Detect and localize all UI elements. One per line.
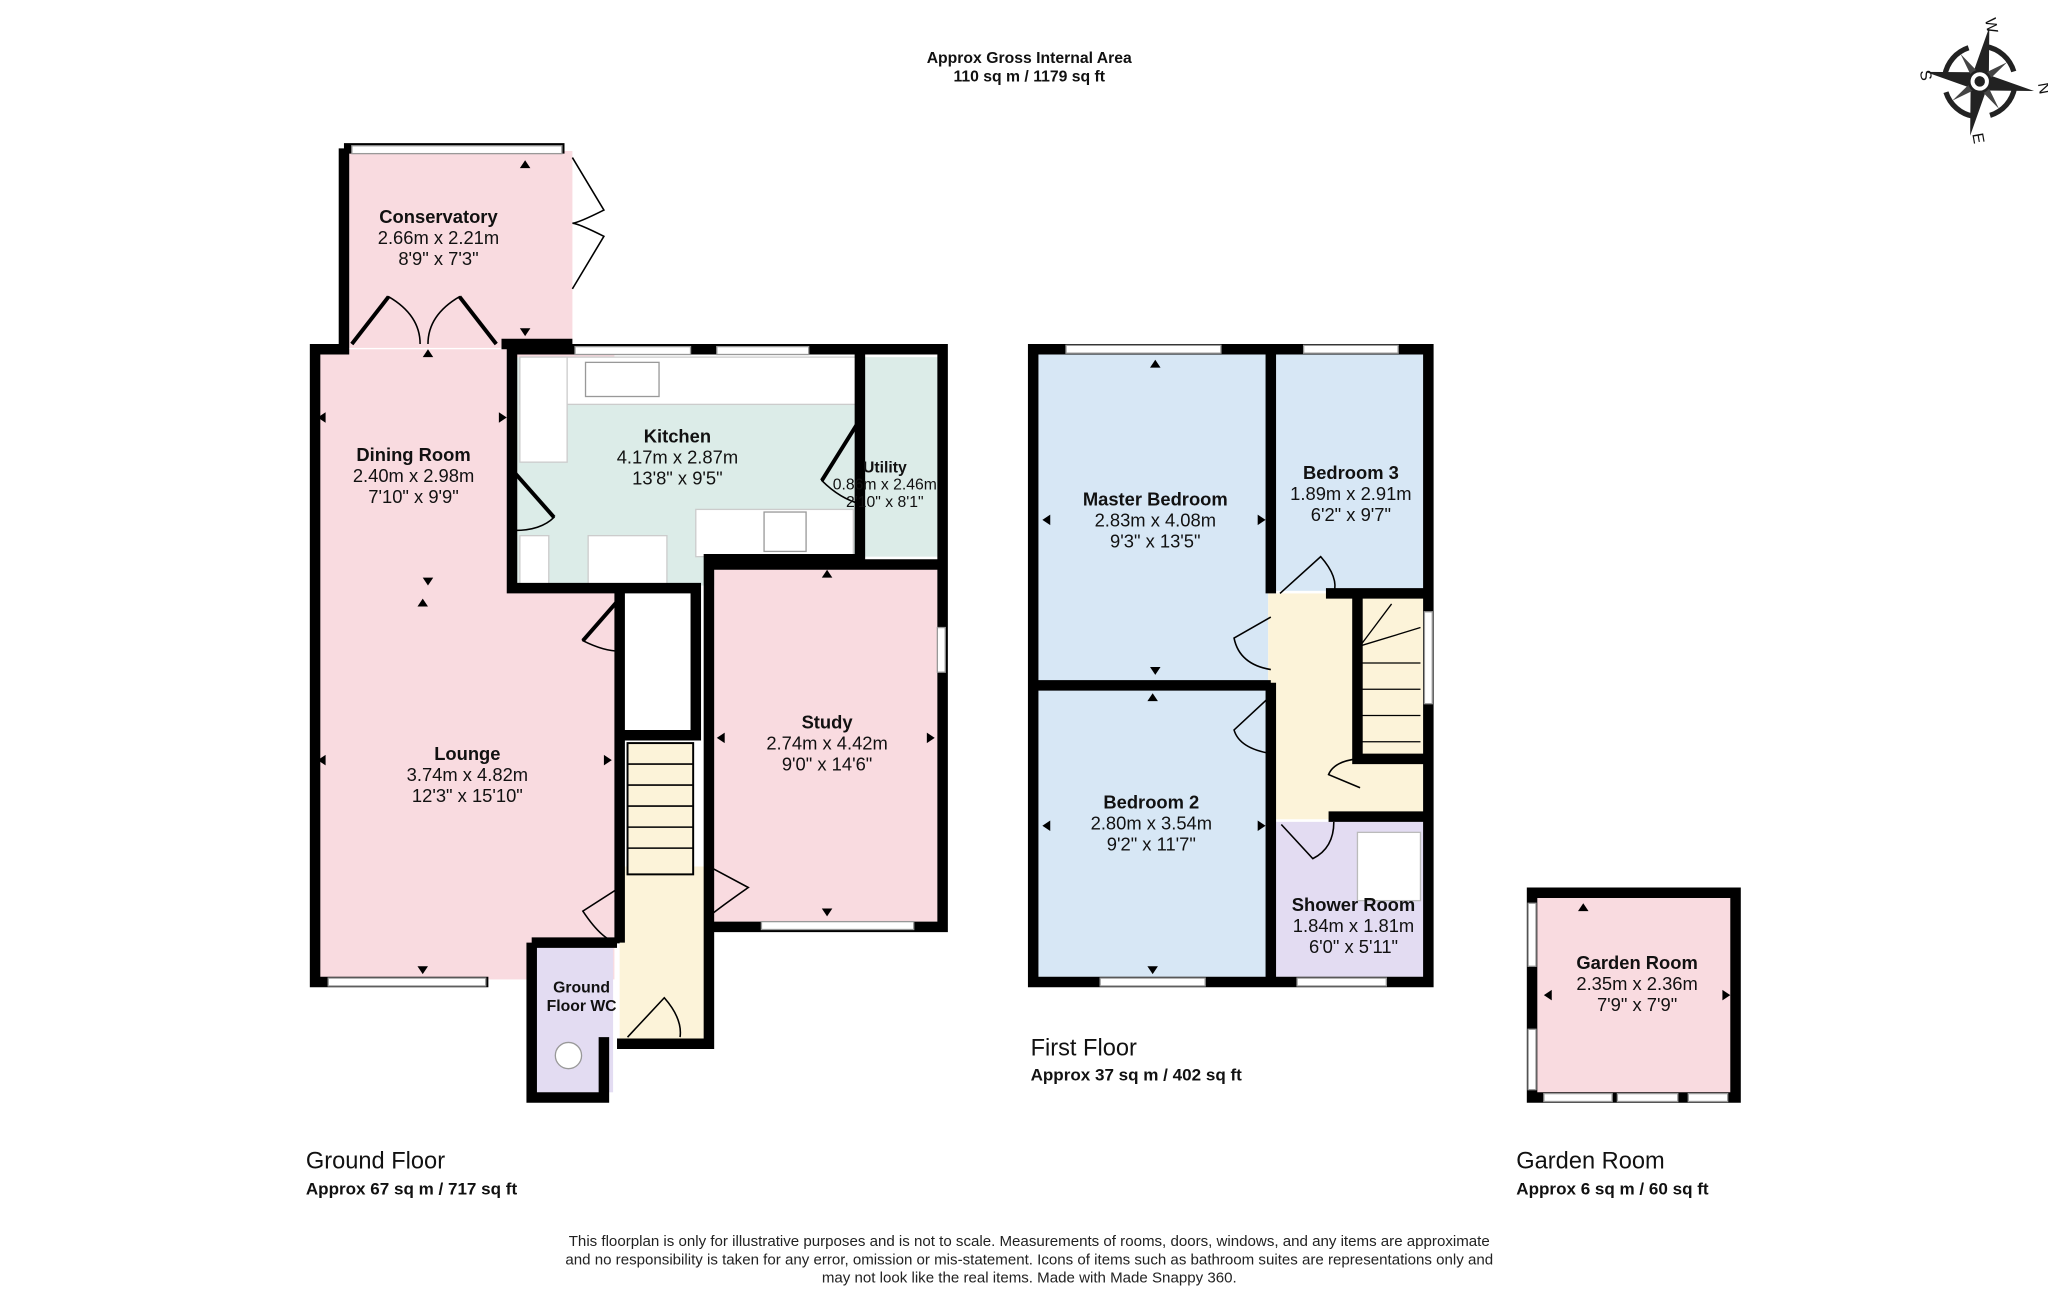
disclaimer-line-1: This floorplan is only for illustrative … bbox=[569, 1233, 1490, 1250]
utility-name: Utility bbox=[863, 460, 907, 477]
study-name: Study bbox=[802, 712, 854, 733]
kitchen-imperial: 13'8" x 9'5" bbox=[632, 467, 722, 488]
study-metric: 2.74m x 4.42m bbox=[766, 733, 887, 754]
kitchen-metric: 4.17m x 2.87m bbox=[617, 446, 738, 467]
utility-metric: 0.86m x 2.46m bbox=[833, 477, 937, 494]
bed2-window bbox=[1099, 977, 1206, 987]
wc-toilet-icon bbox=[554, 1041, 583, 1070]
kitchen-worktop-left bbox=[519, 356, 568, 463]
bedroom-3-name: Bedroom 3 bbox=[1303, 462, 1399, 483]
study-area bbox=[714, 564, 938, 922]
garden-room-label: Garden Room bbox=[1516, 1148, 1664, 1174]
master-bedroom-metric: 2.83m x 4.08m bbox=[1095, 509, 1216, 530]
bedroom-3-metric: 1.89m x 2.91m bbox=[1290, 483, 1411, 504]
study-side-window bbox=[936, 626, 946, 673]
shower-window bbox=[1296, 977, 1387, 987]
garden-window-left-2 bbox=[1527, 1028, 1537, 1091]
shower-tray-icon bbox=[1356, 831, 1422, 902]
compass-label-w: W bbox=[1981, 17, 2000, 35]
bedroom-3-area bbox=[1276, 354, 1426, 591]
compass-label-e: E bbox=[1968, 132, 1987, 145]
shower-room-name: Shower Room bbox=[1292, 894, 1415, 915]
stair-treads bbox=[627, 763, 694, 849]
ground-floor-area: Approx 67 sq m / 717 sq ft bbox=[306, 1180, 518, 1199]
header-area: 110 sq m / 1179 sq ft bbox=[954, 68, 1106, 85]
first-floor-area: Approx 37 sq m / 402 sq ft bbox=[1031, 1065, 1243, 1084]
master-bedroom-imperial: 9'3" x 13'5" bbox=[1110, 530, 1200, 551]
stairs-icon bbox=[626, 742, 695, 876]
sink-icon bbox=[584, 361, 660, 398]
wc-name-line2: Floor WC bbox=[547, 998, 617, 1015]
conservatory-imperial: 8'9" x 7'3" bbox=[398, 248, 478, 269]
kitchen-window-2 bbox=[716, 345, 810, 356]
first-floor-door-swings bbox=[1233, 555, 1361, 860]
bedroom-2-name: Bedroom 2 bbox=[1103, 792, 1199, 813]
landing-area bbox=[1268, 593, 1424, 820]
ground-floor-label: Ground Floor bbox=[306, 1148, 445, 1174]
first-floor-stairs bbox=[1359, 603, 1421, 743]
master-bedroom-area bbox=[1038, 354, 1269, 686]
lounge-imperial: 12'3" x 15'10" bbox=[412, 785, 523, 806]
first-floor-walls bbox=[1027, 343, 1434, 988]
door-leaves bbox=[350, 295, 863, 642]
kitchen-unit-left bbox=[519, 535, 550, 587]
garden-room-name: Garden Room bbox=[1576, 952, 1697, 973]
kitchen-name: Kitchen bbox=[644, 425, 711, 446]
master-bedroom-name: Master Bedroom bbox=[1083, 488, 1228, 509]
bed3-window bbox=[1302, 344, 1399, 354]
shower-room-imperial: 6'0" x 5'11" bbox=[1309, 936, 1398, 957]
utility-area bbox=[859, 357, 939, 557]
garden-window-bottom-1 bbox=[1543, 1092, 1613, 1103]
bedroom-2-imperial: 9'2" x 11'7" bbox=[1107, 834, 1196, 855]
kitchen-unit bbox=[587, 535, 668, 587]
utility-imperial: 2'10" x 8'1" bbox=[846, 494, 924, 511]
master-window bbox=[1065, 344, 1222, 354]
wc-name-line1: Ground bbox=[553, 980, 610, 997]
lounge-metric: 3.74m x 4.82m bbox=[407, 764, 528, 785]
conservatory-window bbox=[351, 145, 563, 155]
dining-imperial: 7'10" x 9'9" bbox=[368, 486, 458, 507]
lounge-name: Lounge bbox=[434, 743, 500, 764]
compass-icon bbox=[1925, 27, 2035, 136]
dimension-arrows bbox=[317, 160, 1731, 1001]
kitchen-window-1 bbox=[574, 345, 692, 356]
garden-room-area bbox=[1536, 896, 1736, 1094]
hob-icon bbox=[763, 511, 807, 553]
conservatory-metric: 2.66m x 2.21m bbox=[378, 227, 499, 248]
garden-room-metric: 2.35m x 2.36m bbox=[1576, 973, 1697, 994]
shower-room-metric: 1.84m x 1.81m bbox=[1293, 915, 1414, 936]
dining-metric: 2.40m x 2.98m bbox=[353, 465, 474, 486]
conservatory-name: Conservatory bbox=[379, 206, 498, 227]
garden-room-imperial: 7'9" x 7'9" bbox=[1597, 994, 1677, 1015]
garden-room-plan bbox=[1526, 887, 1741, 1103]
ground-floor-plan bbox=[309, 143, 948, 1103]
hall-area bbox=[619, 866, 707, 1040]
garden-door bbox=[1616, 1092, 1679, 1103]
first-floor-plan bbox=[1027, 343, 1434, 988]
disclaimer-line-2: and no responsibility is taken for any e… bbox=[565, 1251, 1493, 1268]
garden-room-area-label: Approx 6 sq m / 60 sq ft bbox=[1516, 1180, 1709, 1199]
study-imperial: 9'0" x 14'6" bbox=[782, 754, 872, 775]
lounge-window bbox=[327, 977, 487, 987]
compass-label-s: S bbox=[1916, 69, 1935, 82]
compass-label-n: N bbox=[2034, 81, 2048, 95]
header-title: Approx Gross Internal Area bbox=[927, 50, 1132, 67]
garden-window-left-1 bbox=[1527, 902, 1537, 967]
first-floor-label: First Floor bbox=[1031, 1036, 1137, 1062]
landing-window bbox=[1423, 611, 1433, 705]
bedroom-2-metric: 2.80m x 3.54m bbox=[1091, 813, 1212, 834]
bedroom-3-imperial: 6'2" x 9'7" bbox=[1311, 504, 1391, 525]
study-window bbox=[760, 920, 915, 931]
kitchen-worktop-top bbox=[519, 356, 857, 406]
disclaimer-line-3: may not look like the real items. Made w… bbox=[822, 1270, 1237, 1287]
conservatory-area bbox=[343, 151, 573, 348]
dining-name: Dining Room bbox=[356, 444, 470, 465]
garden-window-bottom-2 bbox=[1687, 1092, 1729, 1103]
bedroom-2-area bbox=[1038, 687, 1269, 977]
